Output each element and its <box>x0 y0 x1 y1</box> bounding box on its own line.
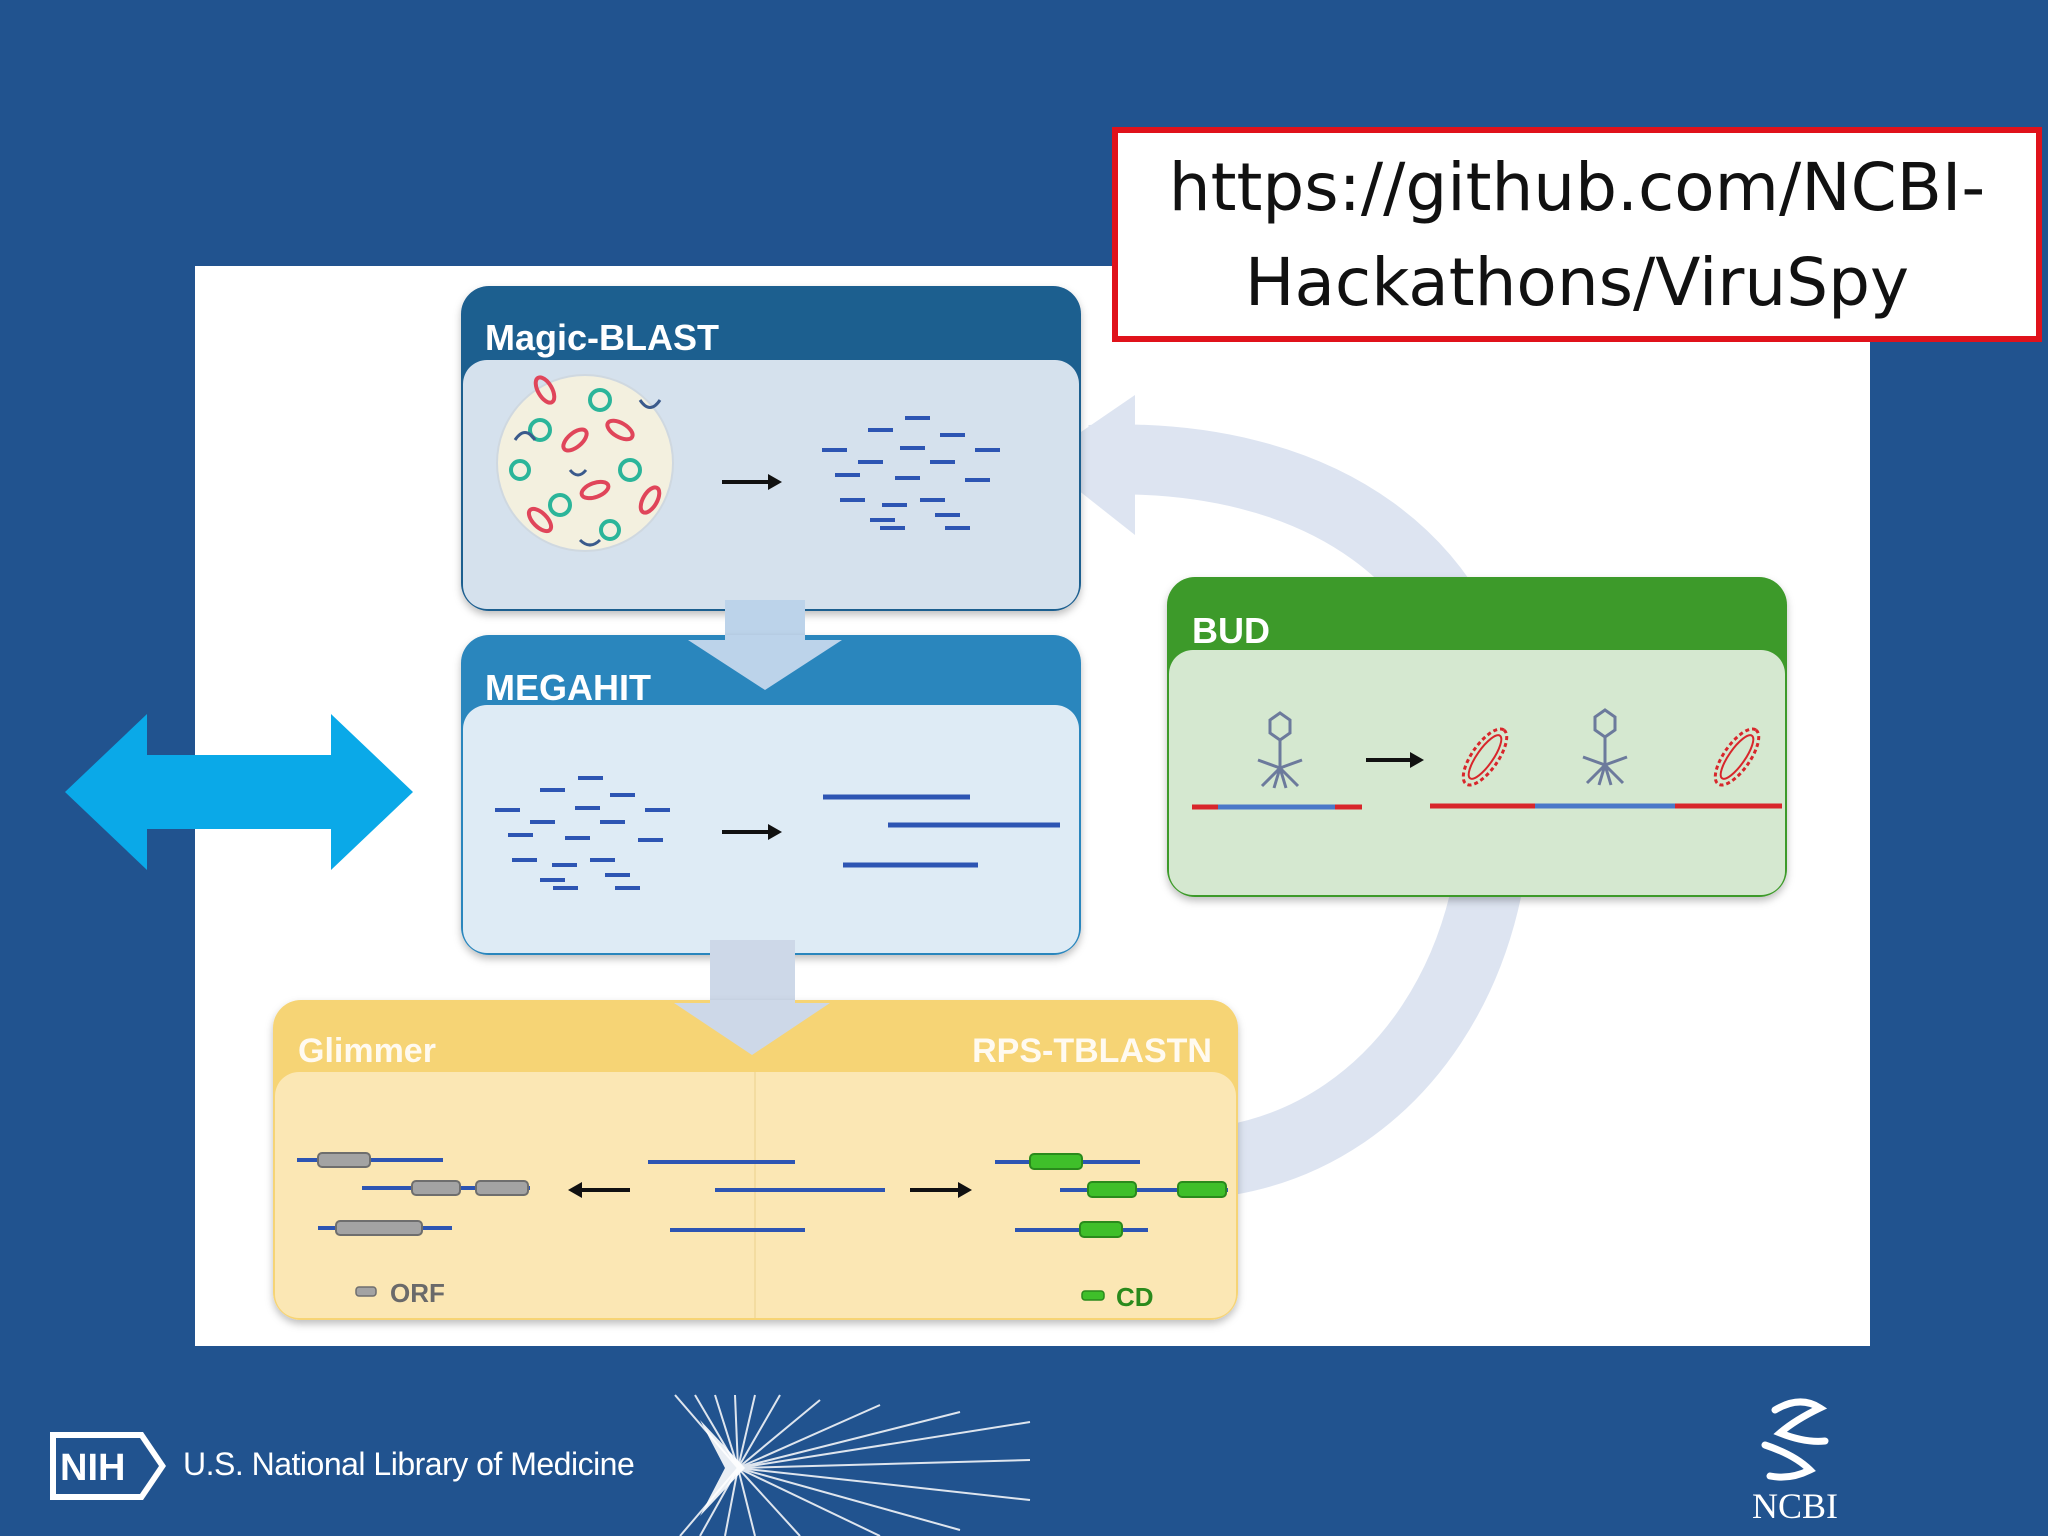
cd-legend-label: CD <box>1116 1282 1154 1312</box>
short-reads <box>495 776 670 890</box>
bud-title: BUD <box>1192 610 1270 651</box>
forward-arrow <box>910 1182 972 1198</box>
orf-legend-label: ORF <box>390 1278 445 1308</box>
nih-logo-text: NIH <box>60 1447 125 1489</box>
rps-tblastn-title: RPS-TBLASTN <box>972 1032 1212 1070</box>
cd-legend: CD <box>1081 1282 1154 1312</box>
sequencing-reads <box>822 416 1000 530</box>
metagenome-sample-icon <box>496 374 674 552</box>
nih-logo: NIH <box>50 1432 166 1500</box>
magic-blast-title: Magic-BLAST <box>485 317 719 358</box>
double-arrow <box>65 714 413 870</box>
glimmer-title: Glimmer <box>298 1032 436 1070</box>
conserved-domain-hits <box>995 1153 1228 1238</box>
github-url-line-1[interactable]: https://github.com/NCBI- <box>1168 148 1986 226</box>
process-arrow-3 <box>1366 752 1424 768</box>
assembled-contigs <box>823 794 1060 868</box>
phage-icon <box>1257 711 1303 789</box>
back-arrow <box>568 1182 630 1198</box>
github-url-line-2[interactable]: Hackathons/ViruSpy <box>1244 243 1910 321</box>
orf-legend: ORF <box>355 1278 445 1308</box>
contig-lines <box>648 1160 885 1232</box>
process-arrow-2 <box>722 824 782 840</box>
github-url-callout[interactable]: https://github.com/NCBI- Hackathons/Viru… <box>1112 127 2042 342</box>
ncbi-helix-logo <box>1761 1398 1829 1481</box>
megahit-title: MEGAHIT <box>485 667 651 708</box>
nlm-name: U.S. National Library of Medicine <box>183 1446 635 1482</box>
phage-icon-2 <box>1582 708 1628 786</box>
process-arrow-1 <box>722 474 782 490</box>
bud-module <box>1167 577 1787 897</box>
orf-predictions <box>297 1152 530 1236</box>
ncbi-name: NCBI <box>1751 1486 1838 1526</box>
